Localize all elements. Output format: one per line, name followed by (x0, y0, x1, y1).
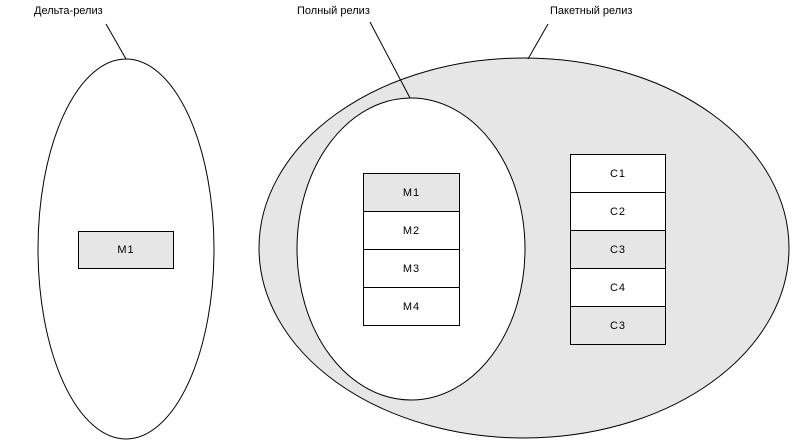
full-release-label: Полный релиз (297, 5, 370, 17)
delta-release-label: Дельта-релиз (34, 5, 103, 17)
delta-module-box: M1 (78, 231, 174, 269)
full-release-stack: M1 M2 M3 M4 (363, 173, 460, 326)
module-cell: M1 (364, 174, 459, 211)
module-cell: M3 (364, 249, 459, 287)
component-cell: C2 (571, 192, 665, 230)
package-leader-line (527, 23, 549, 60)
full-leader-line (369, 21, 411, 99)
package-release-stack: C1 C2 C3 C4 C3 (570, 154, 666, 345)
component-cell: C4 (571, 268, 665, 306)
module-cell: M4 (364, 287, 459, 325)
package-release-label: Пакетный релиз (550, 5, 633, 17)
module-cell: M2 (364, 211, 459, 249)
component-cell: C3 (571, 230, 665, 268)
delta-leader-line (105, 23, 127, 60)
component-cell: C1 (571, 155, 665, 192)
component-cell: C3 (571, 306, 665, 344)
